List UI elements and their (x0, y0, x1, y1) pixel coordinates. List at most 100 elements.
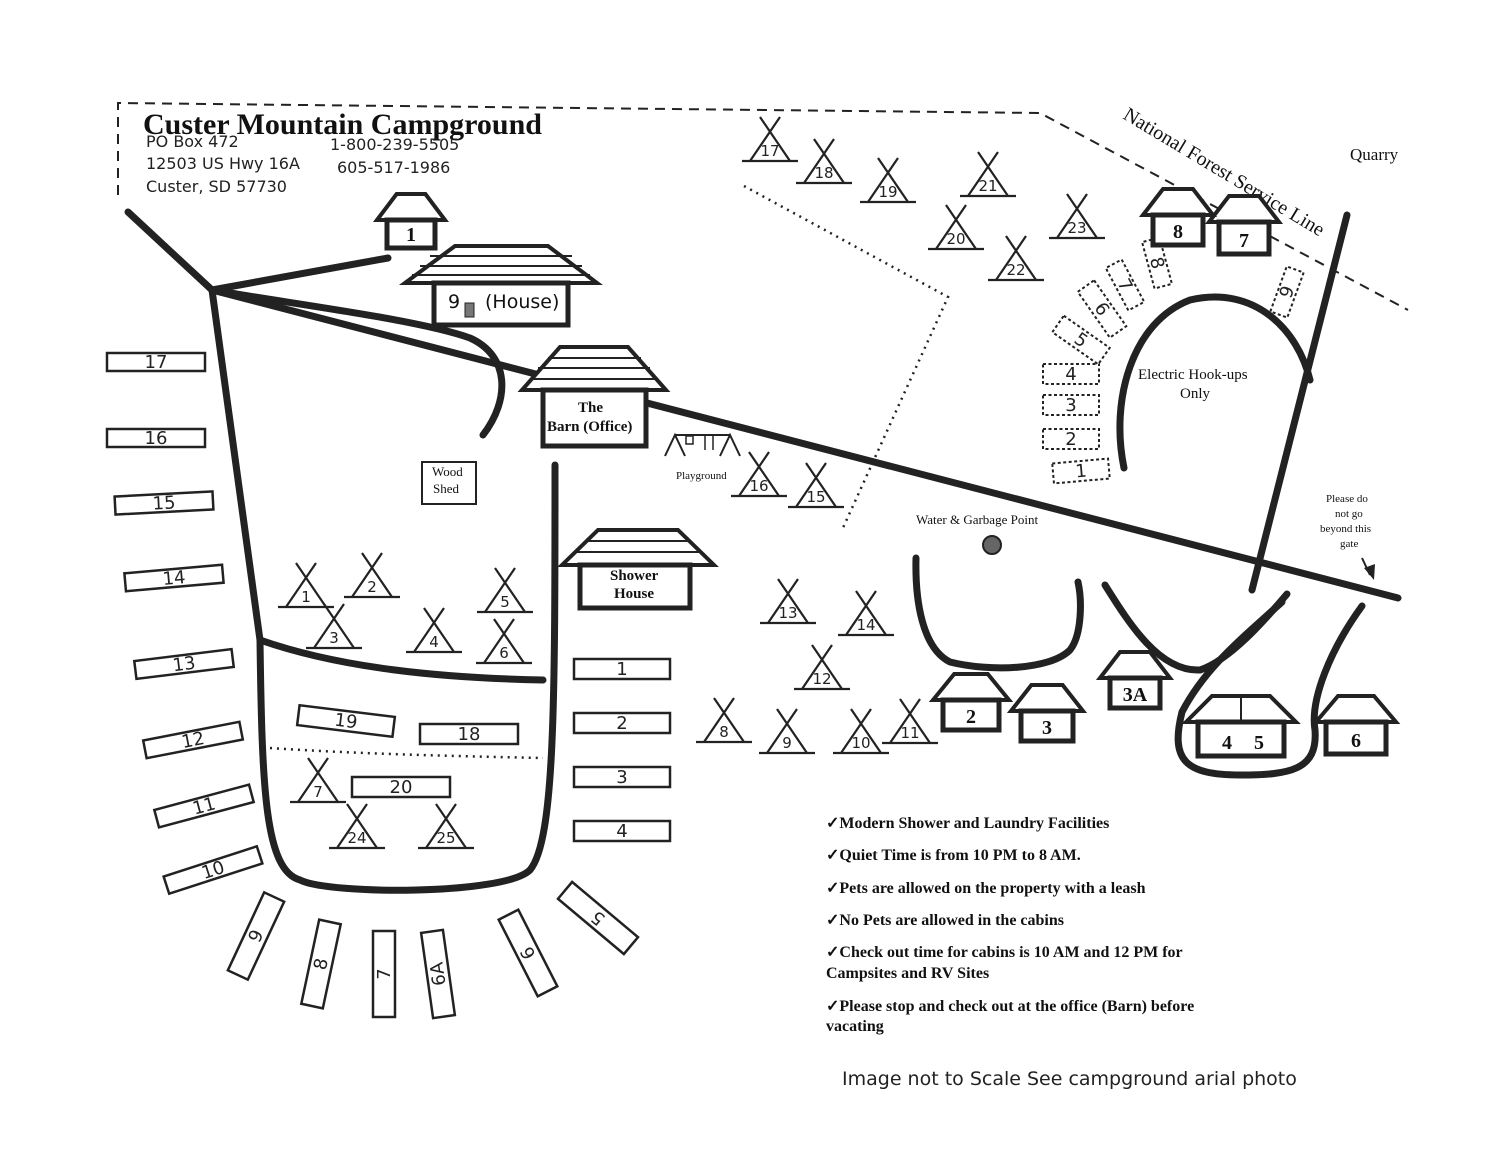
quarry-label: Quarry (1350, 145, 1399, 164)
footer-note: Image not to Scale See campground arial … (842, 1068, 1297, 1090)
svg-text:14: 14 (856, 616, 875, 634)
svg-text:16: 16 (749, 477, 768, 495)
tent-site: 21 (960, 151, 1016, 198)
electric-site: 9 (1269, 265, 1305, 319)
tent-site: 6 (476, 618, 532, 665)
phone-2: 605-517-1986 (337, 158, 450, 177)
svg-text:12: 12 (180, 728, 206, 753)
tent-site: 22 (988, 235, 1044, 282)
tent-site: 3 (306, 603, 362, 650)
svg-text:1: 1 (301, 588, 311, 606)
tent-site: 8 (696, 697, 752, 744)
tent-site: 20 (928, 204, 984, 251)
note-6-cont: vacating (826, 1018, 884, 1035)
electric-label-1: Electric Hook-ups (1138, 367, 1248, 383)
electric-site: 7 (1104, 258, 1146, 312)
rv-site: 1 (572, 657, 672, 681)
svg-text:9: 9 (782, 734, 792, 752)
water-garbage-point: Water & Garbage Point (916, 512, 1038, 555)
svg-text:21: 21 (978, 177, 997, 195)
electric-site: 1 (1051, 457, 1111, 485)
svg-text:20: 20 (390, 777, 413, 798)
svg-text:11: 11 (900, 724, 919, 742)
note-3: ✓Pets are allowed on the property with a… (826, 880, 1146, 897)
wood-shed: Wood Shed (421, 461, 477, 505)
svg-text:10: 10 (851, 734, 870, 752)
page-title: Custer Mountain Campground (143, 108, 542, 141)
svg-text:Wood: Wood (432, 464, 463, 479)
svg-text:25: 25 (436, 829, 455, 847)
tent-site: 14 (838, 590, 894, 637)
tent-site: 10 (833, 708, 889, 755)
electric-site: 4 (1042, 363, 1100, 385)
rv-site: 16 (105, 427, 207, 449)
rv-site: 15 (113, 490, 215, 516)
rv-site: 2 (572, 711, 672, 735)
svg-text:6: 6 (499, 644, 509, 662)
rv-site: 14 (123, 563, 225, 593)
svg-text:3A: 3A (1123, 684, 1148, 706)
svg-text:15: 15 (806, 488, 825, 506)
rv-site: 18 (418, 722, 520, 746)
tent-site: 19 (860, 157, 916, 204)
svg-text:15: 15 (152, 492, 176, 514)
tent-site: 13 (760, 578, 816, 625)
campground-notes: ✓Modern Shower and Laundry Facilities ✓Q… (826, 815, 1194, 1035)
tent-site: 9 (759, 708, 815, 755)
svg-text:not go: not go (1335, 508, 1363, 520)
electric-site: 3 (1042, 394, 1100, 416)
rv-site: 4 (572, 819, 672, 843)
svg-text:24: 24 (347, 829, 366, 847)
footpath-tent-area (743, 184, 950, 531)
note-5-cont: Campsites and RV Sites (826, 965, 989, 982)
tent-site: 23 (1049, 193, 1105, 240)
phone-1: 1-800-239-5505 (330, 135, 459, 154)
svg-text:13: 13 (778, 604, 797, 622)
rv-site: 20 (350, 775, 452, 799)
barn-label-1: The (578, 400, 603, 416)
svg-text:2: 2 (616, 713, 627, 734)
svg-text:6: 6 (1351, 730, 1361, 752)
svg-text:16: 16 (145, 428, 168, 449)
address-line-2: 12503 US Hwy 16A (146, 154, 300, 173)
svg-text:beyond this: beyond this (1320, 523, 1371, 535)
rv-site: 6A (419, 928, 457, 1020)
svg-text:8: 8 (1145, 255, 1168, 271)
svg-text:19: 19 (878, 183, 897, 201)
svg-text:18: 18 (458, 724, 481, 745)
cabin: 2 (928, 672, 1014, 733)
rv-site: 12 (141, 720, 245, 760)
property-boundary (117, 101, 1409, 311)
svg-text:2: 2 (966, 706, 976, 728)
address-line-3: Custer, SD 57730 (146, 177, 287, 196)
svg-text:3: 3 (1042, 717, 1052, 739)
note-1: ✓Modern Shower and Laundry Facilities (826, 815, 1109, 832)
tent-site: 1 (278, 562, 334, 609)
svg-text:gate: gate (1340, 538, 1358, 550)
svg-text:7: 7 (313, 783, 323, 801)
note-4: ✓No Pets are allowed in the cabins (826, 912, 1064, 929)
svg-text:7: 7 (1239, 230, 1249, 252)
house-label: (House) (485, 291, 559, 313)
barn-office-building: The Barn (Office) (517, 345, 671, 449)
shower-label-1: Shower (610, 568, 659, 584)
svg-text:13: 13 (171, 653, 196, 677)
tent-site: 15 (788, 462, 844, 509)
svg-text:6A: 6A (426, 960, 450, 987)
svg-text:1: 1 (1074, 461, 1087, 483)
rv-site: 11 (152, 783, 256, 829)
cabin: 3 (1006, 683, 1088, 744)
svg-text:17: 17 (145, 352, 168, 373)
rv-site: 3 (572, 765, 672, 789)
electric-site: 2 (1042, 428, 1100, 450)
svg-text:23: 23 (1067, 219, 1086, 237)
tent-site: 18 (796, 138, 852, 185)
svg-text:Shed: Shed (433, 481, 460, 496)
svg-text:17: 17 (760, 142, 779, 160)
